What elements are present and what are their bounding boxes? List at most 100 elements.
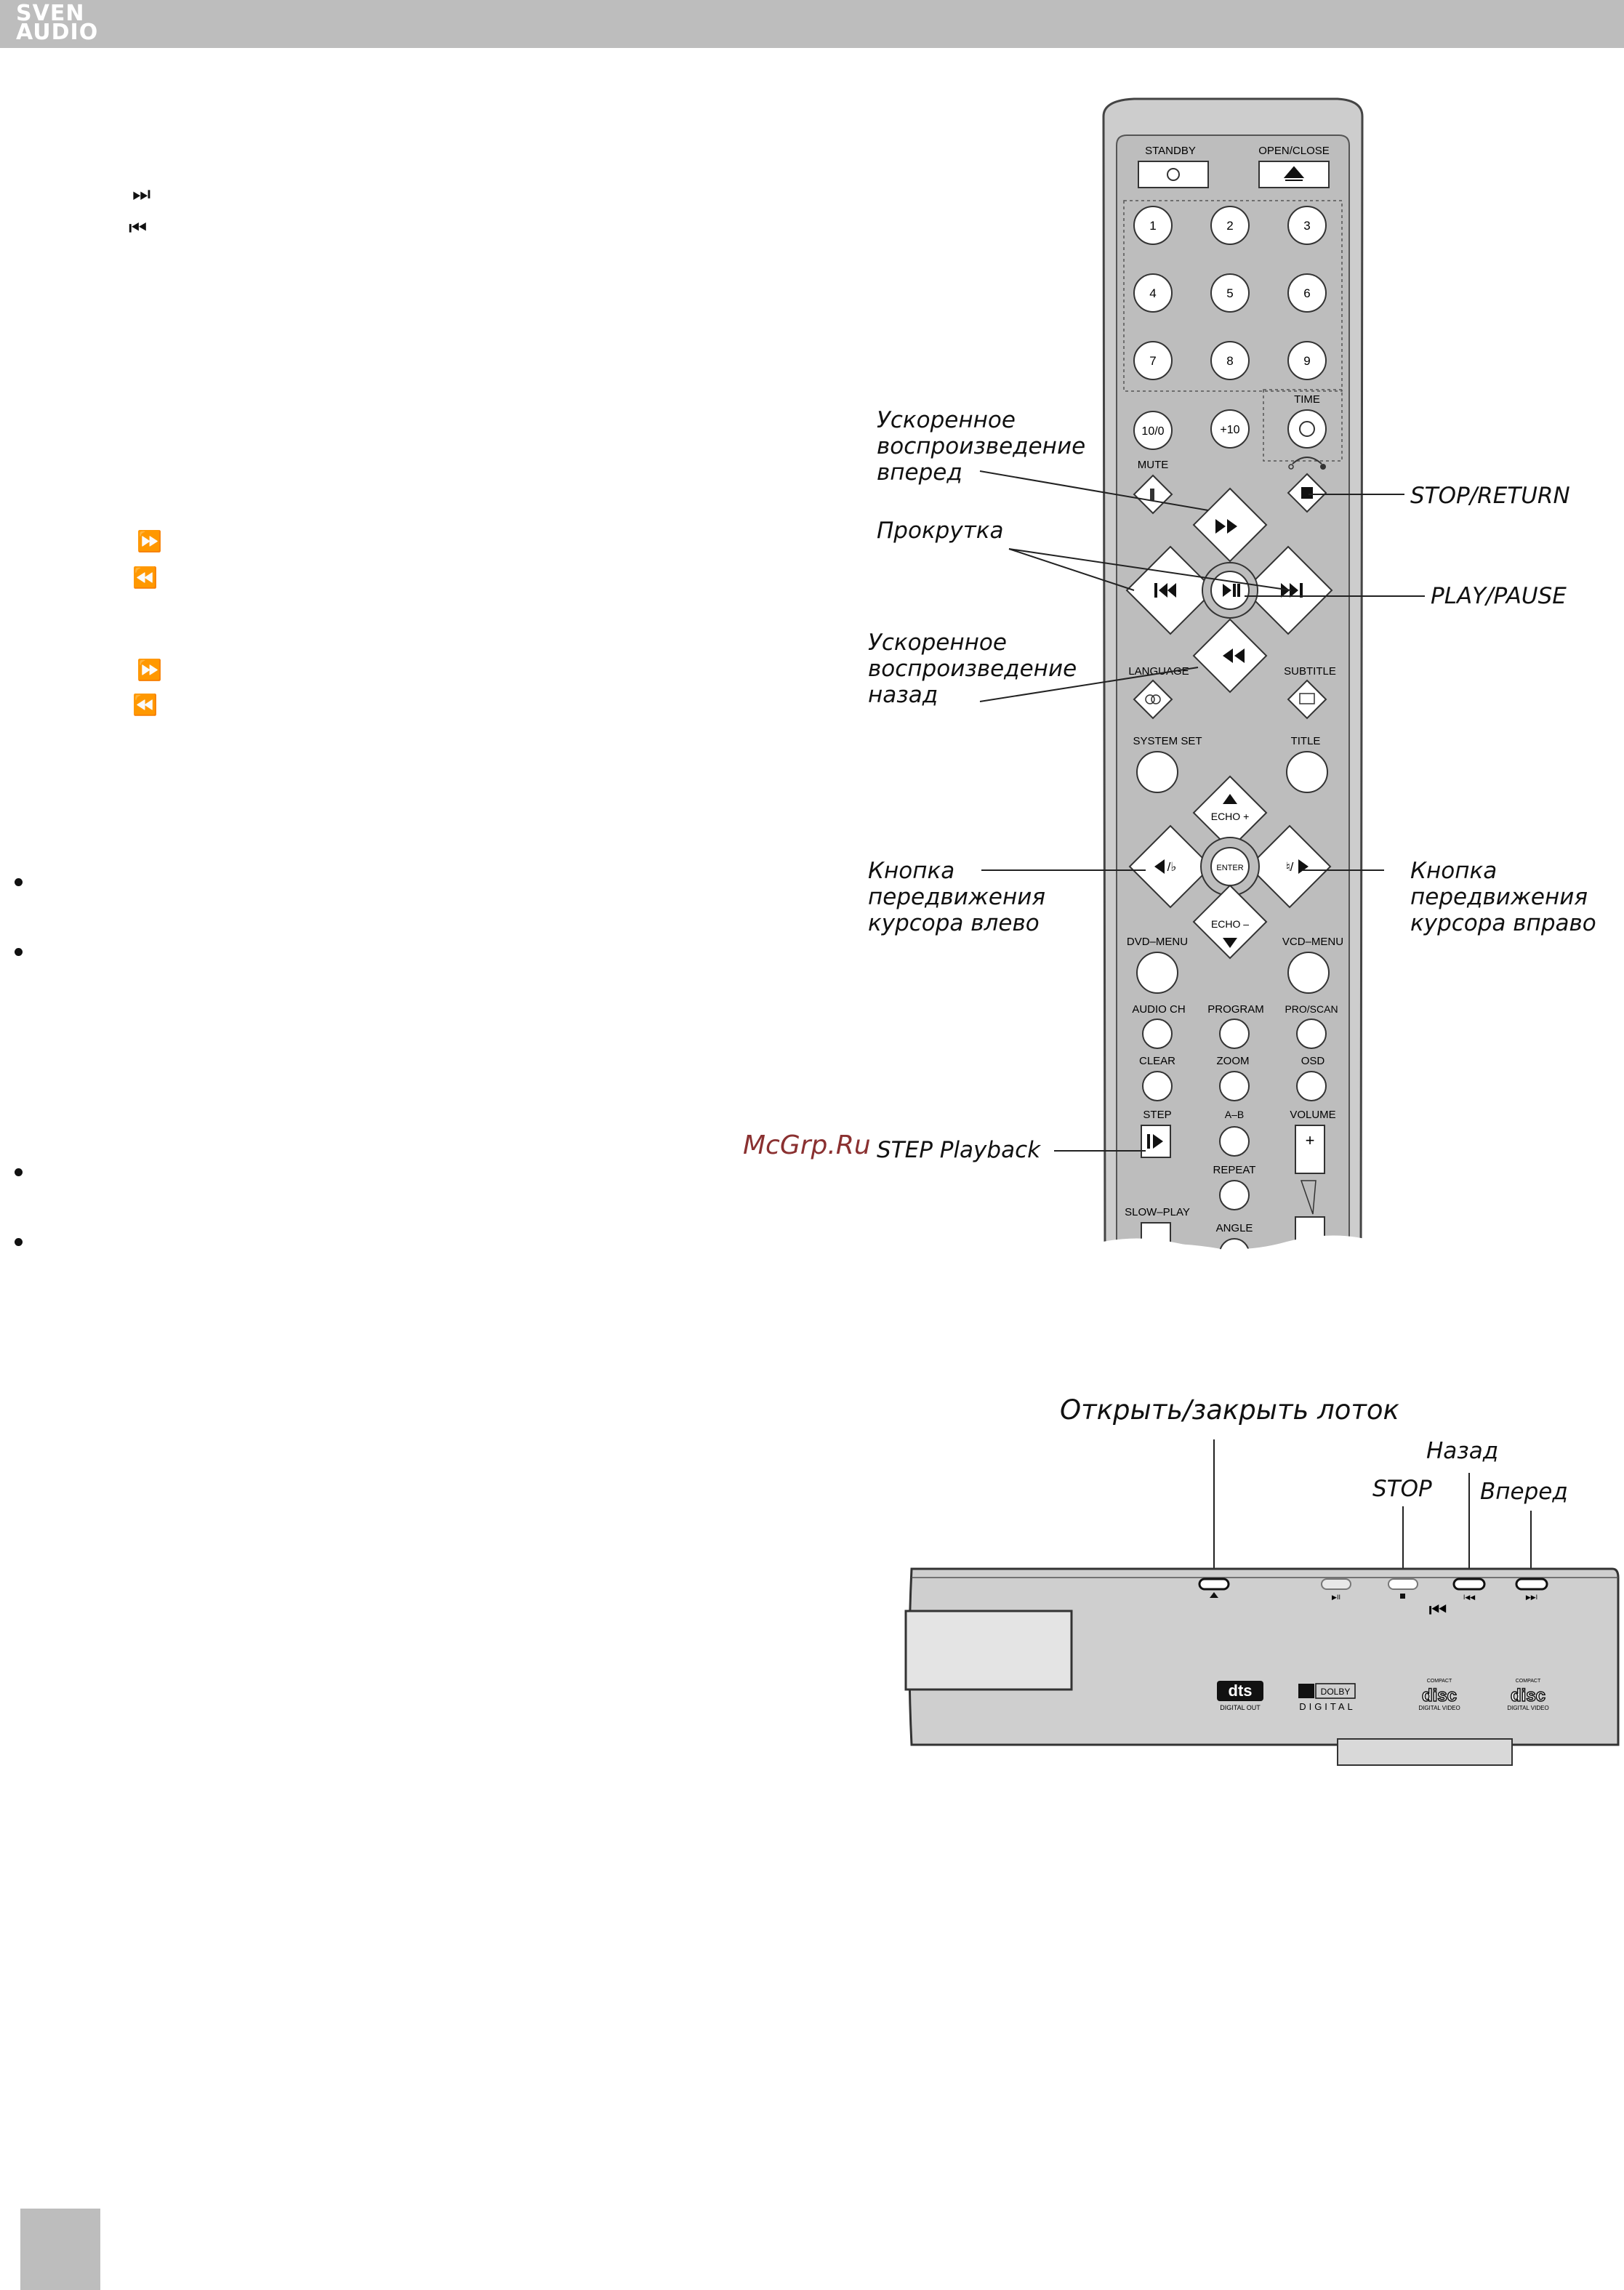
- stop-button[interactable]: [1388, 1578, 1418, 1590]
- subtitle-label: SUBTITLE: [1284, 665, 1336, 678]
- disc-tray: [904, 1610, 1073, 1691]
- number-pad: 1 2 3 4 5 6 7 8 9: [1133, 206, 1327, 380]
- title-button[interactable]: [1286, 751, 1328, 793]
- volume-up-button[interactable]: [1295, 1125, 1325, 1174]
- program-button[interactable]: [1219, 1019, 1250, 1049]
- audio-ch-label: AUDIO CH: [1132, 1003, 1185, 1016]
- callout-line: вперед: [877, 459, 962, 486]
- next-track-icon: ⏭: [132, 182, 151, 206]
- cursor-right-button[interactable]: [1247, 824, 1332, 909]
- power-icon: [1167, 168, 1180, 181]
- system-set-button[interactable]: [1136, 751, 1178, 793]
- digit-button[interactable]: [1210, 273, 1250, 313]
- digit-label: 3: [1303, 219, 1310, 233]
- audio-ch-button[interactable]: [1142, 1019, 1173, 1049]
- repeat-button[interactable]: [1219, 1180, 1250, 1210]
- program-label: PROGRAM: [1207, 1003, 1264, 1016]
- play-pause-icon: [1223, 584, 1240, 597]
- digit-button[interactable]: [1210, 341, 1250, 380]
- callout-line: Ускоренное: [868, 630, 1007, 656]
- fast-forward-callout: Ускоренное воспроизведение вперед: [877, 407, 1085, 486]
- header-bar: SVEN AUDIO: [0, 0, 1624, 48]
- plus-ten-button[interactable]: [1210, 409, 1250, 449]
- disc-logo-text: disc: [1422, 1686, 1457, 1706]
- fast-reverse-icon: ⏪: [132, 566, 158, 590]
- disc-logo-text: disc: [1511, 1686, 1545, 1706]
- subtitle-button[interactable]: [1287, 679, 1327, 720]
- digit-button[interactable]: [1133, 273, 1173, 313]
- disc-sub-text: DIGITAL VIDEO: [1507, 1705, 1548, 1711]
- scroll-callout: Прокрутка: [877, 518, 1004, 544]
- vcd-menu-button[interactable]: [1287, 952, 1330, 994]
- cursor-left-callout: Кнопка передвижения курсора влево: [868, 858, 1045, 936]
- play-pause-button[interactable]: [1321, 1578, 1351, 1590]
- cursor-right-callout: Кнопка передвижения курсора вправо: [1410, 858, 1596, 936]
- stop-icon: [1400, 1594, 1405, 1599]
- callout-line: воспроизведение: [877, 433, 1086, 459]
- disc-top-text: COMPACT: [1427, 1679, 1452, 1684]
- disc-top-text: COMPACT: [1516, 1679, 1541, 1684]
- echo-plus-label: ECHO +: [1211, 811, 1250, 822]
- fast-reverse-callout: Ускоренное воспроизведение назад: [868, 630, 1077, 708]
- cursor-left-button[interactable]: [1128, 824, 1213, 909]
- clear-button[interactable]: [1142, 1071, 1173, 1101]
- page-number-block: [20, 2209, 100, 2290]
- pro-scan-button[interactable]: [1296, 1019, 1327, 1049]
- digit-label: 4: [1149, 286, 1156, 300]
- mute-icon: [1150, 489, 1154, 500]
- play-pause-icon: ▶II: [1332, 1594, 1340, 1601]
- next-button[interactable]: [1515, 1578, 1548, 1591]
- brand-line1: SVEN: [16, 1, 85, 26]
- right-arrow-icon: [1298, 859, 1309, 874]
- angle-label: ANGLE: [1216, 1222, 1253, 1234]
- callout-line: Кнопка: [868, 858, 955, 884]
- digit-button[interactable]: [1133, 206, 1173, 245]
- prev-button[interactable]: [1452, 1578, 1486, 1591]
- standby-button[interactable]: [1138, 161, 1209, 188]
- prev-track-icon: ⏮: [1428, 1599, 1447, 1621]
- digit-button[interactable]: [1287, 273, 1327, 313]
- stop-callout: STOP: [1372, 1476, 1432, 1502]
- digit-button[interactable]: [1133, 341, 1173, 380]
- stop-return-callout: STOP/RETURN: [1410, 483, 1570, 509]
- callout-line: передвижения: [868, 884, 1046, 910]
- play-pause-callout: PLAY/PAUSE: [1431, 583, 1567, 609]
- step-playback-callout: STEP Playback: [877, 1137, 1041, 1163]
- disc-sub-text: DIGITAL VIDEO: [1418, 1705, 1460, 1711]
- left-arrow-icon: [1154, 859, 1165, 874]
- front-panel-diagram: ▶II I◀◀ ▶▶I ⏮ dts DIGITAL OUT DOLBY DIGI…: [904, 1439, 1620, 1766]
- digit-button[interactable]: [1287, 206, 1327, 245]
- language-button[interactable]: [1133, 679, 1173, 720]
- callout-line: передвижения: [1410, 884, 1588, 910]
- digit-button[interactable]: [1287, 341, 1327, 380]
- osd-button[interactable]: [1296, 1071, 1327, 1101]
- fast-forward-icon: ⏩: [137, 529, 162, 553]
- bullet-icon: [15, 948, 23, 956]
- ab-label: A–B: [1225, 1109, 1244, 1120]
- subtitle-icon: [1299, 693, 1315, 704]
- prev-track-icon: ⏮: [129, 216, 148, 240]
- standby-label: STANDBY: [1145, 145, 1196, 157]
- language-label: LANGUAGE: [1128, 665, 1189, 678]
- dvd-menu-button[interactable]: [1136, 952, 1178, 994]
- slow-play-label: SLOW–PLAY: [1125, 1206, 1190, 1218]
- ab-button[interactable]: [1219, 1126, 1250, 1157]
- open-close-tray-callout: Открыть/закрыть лоток: [1060, 1394, 1399, 1426]
- digit-button[interactable]: [1210, 206, 1250, 245]
- fast-reverse-icon: [1223, 648, 1245, 663]
- digit-label: 2: [1226, 219, 1233, 233]
- flat-sign-icon: /♭: [1167, 860, 1177, 874]
- dolby-sub-text: DIGITAL: [1299, 1701, 1356, 1712]
- ten-zero-button[interactable]: [1133, 411, 1173, 450]
- digit-label: 1: [1149, 219, 1156, 233]
- time-button[interactable]: [1287, 409, 1327, 449]
- step-icon: [1147, 1134, 1163, 1149]
- cursor-down-button[interactable]: [1192, 884, 1268, 960]
- brand-logo: SVEN AUDIO: [16, 1, 98, 44]
- zoom-button[interactable]: [1219, 1071, 1250, 1101]
- next-track-icon: ▶▶I: [1526, 1594, 1537, 1601]
- volume-label: VOLUME: [1290, 1109, 1335, 1121]
- open-close-button[interactable]: [1198, 1578, 1230, 1591]
- stop-icon: [1301, 487, 1313, 499]
- time-label: TIME: [1294, 393, 1320, 406]
